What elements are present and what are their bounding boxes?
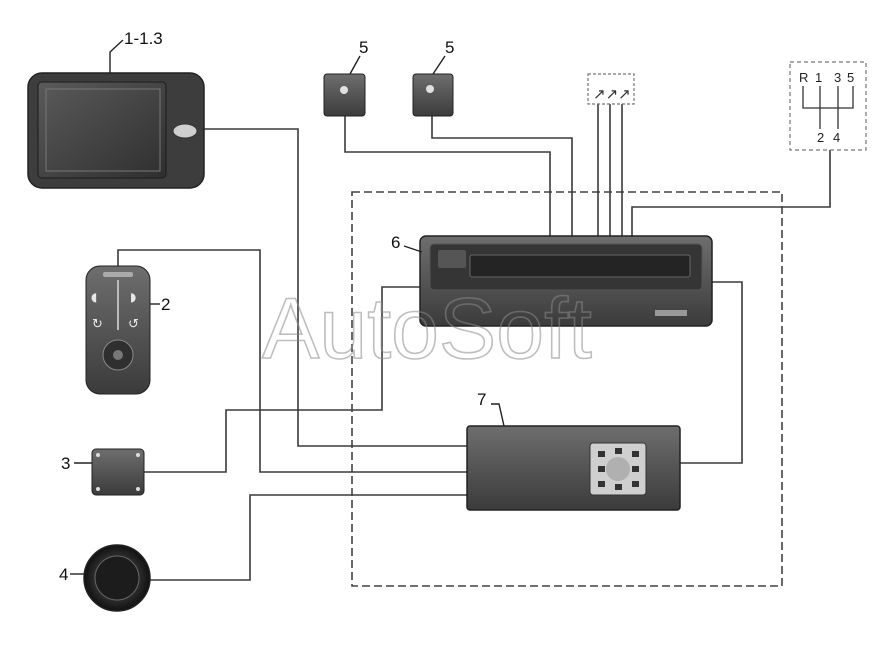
sensor-left-led-icon — [340, 86, 348, 94]
remote-top-slot — [103, 272, 133, 277]
connector-pin — [632, 451, 639, 457]
junction-connector-center — [606, 457, 630, 481]
label-display: 1-1.3 — [124, 29, 163, 48]
speaker — [70, 544, 151, 612]
wire-display-to-junction — [200, 128, 468, 447]
gear-label-4: 4 — [833, 130, 840, 145]
gear-label-3: 3 — [834, 70, 841, 85]
junction-leader-line — [491, 403, 505, 427]
speed-sensor-box: ↗↗↗ — [587, 73, 635, 105]
remote-btn-icon-tr: ◗ — [130, 290, 136, 304]
connector-pin — [598, 466, 605, 472]
connector-pin — [615, 484, 622, 490]
gear-label-r: R — [799, 70, 808, 85]
label-sensor-right: 5 — [445, 38, 454, 57]
gear-pattern: R 1 3 5 2 4 — [789, 61, 867, 151]
label-junction-box: 7 — [477, 390, 486, 409]
remote-btn-icon-br: ↺ — [128, 317, 139, 332]
junction-box — [466, 403, 681, 511]
speed-sensor-outline — [587, 73, 635, 105]
switch-screw-tr — [136, 453, 140, 457]
gear-shift-gate — [802, 86, 854, 129]
sensor-left-body — [323, 73, 366, 117]
connector-pin — [598, 451, 605, 457]
label-switch: 3 — [61, 454, 70, 473]
connector-pin — [598, 481, 605, 487]
connector-pin — [615, 448, 622, 454]
control-unit-slot — [469, 254, 691, 278]
sensor-right-leader-line — [432, 55, 446, 75]
display-screen-frame — [45, 88, 161, 172]
wire-switch-to-control — [144, 286, 420, 473]
control-unit-leader-line — [403, 245, 423, 253]
control-unit-indicator — [438, 250, 466, 268]
sensor-right-led-icon — [426, 85, 434, 93]
connector-pin — [632, 466, 639, 472]
label-speaker: 4 — [59, 565, 68, 584]
remote-control: ◖ ◗ ↻ ↺ — [85, 265, 160, 395]
remote-dpad-center — [113, 350, 123, 360]
wire-gear-to-control — [631, 150, 831, 236]
wire-sensor-left-to-control — [344, 116, 551, 236]
display-knob-icon — [172, 123, 198, 139]
switch-screw-bl — [96, 487, 100, 491]
cab-boundary-dashed — [351, 191, 783, 587]
watermark: AutoSoft — [262, 281, 592, 377]
switch-screw-tl — [96, 453, 100, 457]
wires — [117, 102, 831, 581]
speed-sensor-arrows-icon: ↗↗↗ — [593, 85, 631, 103]
display-unit — [27, 39, 205, 189]
switch-body — [91, 448, 145, 496]
sensor-left — [323, 55, 366, 117]
switch-module — [74, 448, 145, 496]
sensor-right — [412, 55, 454, 117]
control-unit — [403, 235, 713, 327]
speaker-inner — [94, 555, 140, 601]
switch-screw-br — [136, 487, 140, 491]
display-screen — [37, 81, 167, 179]
wire-sensor-right-to-control — [431, 116, 573, 236]
label-sensor-left: 5 — [359, 38, 368, 57]
sensor-left-leader-line — [349, 55, 361, 75]
display-leader-line — [109, 39, 124, 73]
gear-label-2: 2 — [817, 130, 824, 145]
connector-pin — [632, 481, 639, 487]
gear-label-1: 1 — [815, 70, 822, 85]
sensor-right-body — [412, 73, 454, 117]
label-control-unit: 6 — [391, 233, 400, 252]
gear-label-5: 5 — [847, 70, 854, 85]
wire-speaker-to-junction — [148, 494, 468, 581]
remote-btn-icon-tl: ◖ — [91, 290, 97, 304]
junction-box-body — [466, 425, 681, 511]
remote-btn-icon-bl: ↻ — [92, 317, 103, 332]
wire-remote-to-junction — [117, 249, 468, 473]
control-unit-badge — [655, 310, 687, 316]
label-remote: 2 — [161, 295, 170, 314]
wire-control-to-junction — [680, 281, 743, 464]
